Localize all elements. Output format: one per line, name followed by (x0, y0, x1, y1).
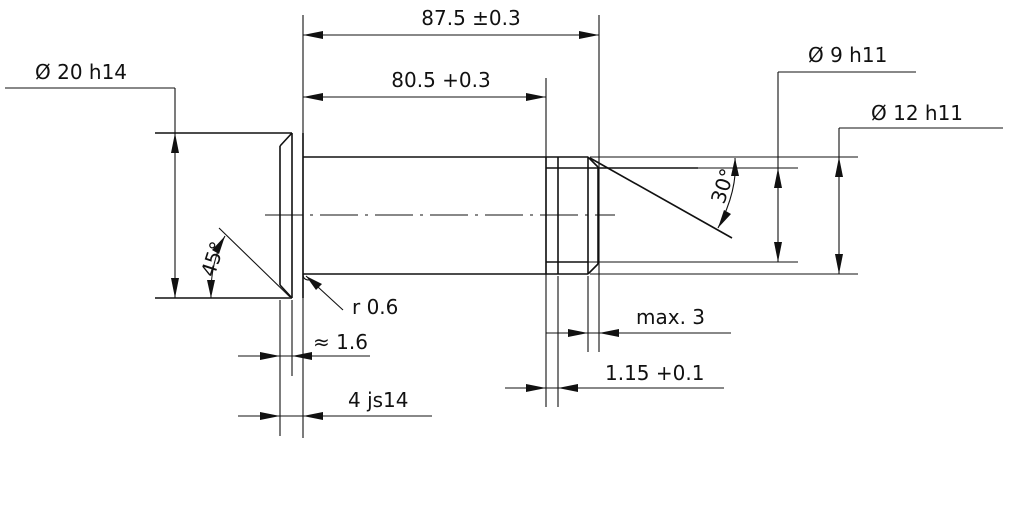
head-chamfer-top (279, 132, 293, 147)
arrowhead (303, 93, 323, 101)
arrowhead (718, 210, 731, 228)
fillet-indication (302, 273, 310, 281)
arrowhead (558, 384, 578, 392)
dimension-shank-length: 80.5 +0.3 (303, 68, 546, 101)
arrowhead (171, 278, 179, 298)
arrowhead (303, 412, 323, 420)
arrowhead (526, 384, 546, 392)
fillet-radius-label: r 0.6 (352, 295, 398, 319)
arrowhead (526, 93, 546, 101)
arrowhead (171, 133, 179, 153)
arrowhead (835, 254, 843, 274)
arrowhead (207, 280, 215, 298)
arrowhead (599, 329, 619, 337)
dimension-groove-chamfer-max: max. 3 (546, 305, 731, 337)
dimension-head-thickness: 4 js14 (238, 388, 432, 420)
dimension-head-chamfer-angle: 45° (196, 227, 291, 299)
groove-chamfer-max-label: max. 3 (636, 305, 705, 329)
shank-length-label: 80.5 +0.3 (391, 68, 490, 92)
overall-length-label: 87.5 ±0.3 (421, 6, 520, 30)
head-chamfer-bottom (279, 284, 293, 299)
groove-width-label: 1.15 +0.1 (605, 361, 704, 385)
end-chamfer-bottom (587, 263, 599, 275)
arrowhead (292, 352, 312, 360)
arrowhead (731, 158, 739, 176)
dimension-chamfer-length: ≈ 1.6 (238, 330, 370, 360)
dimension-head-diameter: Ø 20 h14 (5, 60, 179, 298)
arrowhead (579, 31, 599, 39)
head-chamfer-angle-label: 45° (196, 238, 230, 279)
head-diameter-label: Ø 20 h14 (35, 60, 127, 84)
dimension-groove-width: 1.15 +0.1 (505, 361, 724, 392)
dimension-fillet-radius: r 0.6 (305, 275, 398, 319)
dimension-overall-length: 87.5 ±0.3 (303, 6, 599, 39)
dimension-groove-diameter: Ø 9 h11 (774, 43, 916, 262)
arrowhead (260, 412, 280, 420)
arrowhead (306, 276, 322, 290)
arrowhead (212, 236, 225, 254)
arrowhead (303, 31, 323, 39)
arrowhead (568, 329, 588, 337)
groove-diameter-label: Ø 9 h11 (808, 43, 887, 67)
arrowhead (260, 352, 280, 360)
chamfer-length-label: ≈ 1.6 (313, 330, 368, 354)
arrowhead (774, 168, 782, 188)
groove-chamfer-angle-label: 30° (706, 165, 740, 206)
head-thickness-label: 4 js14 (348, 388, 409, 412)
dimension-shank-diameter: Ø 12 h11 (835, 101, 1003, 274)
arrowhead (835, 157, 843, 177)
arrowhead (774, 242, 782, 262)
groove-chamfer-line (589, 157, 733, 239)
angle-extension-line (218, 227, 291, 298)
shank-diameter-label: Ø 12 h11 (871, 101, 963, 125)
extension-lines (279, 15, 858, 438)
